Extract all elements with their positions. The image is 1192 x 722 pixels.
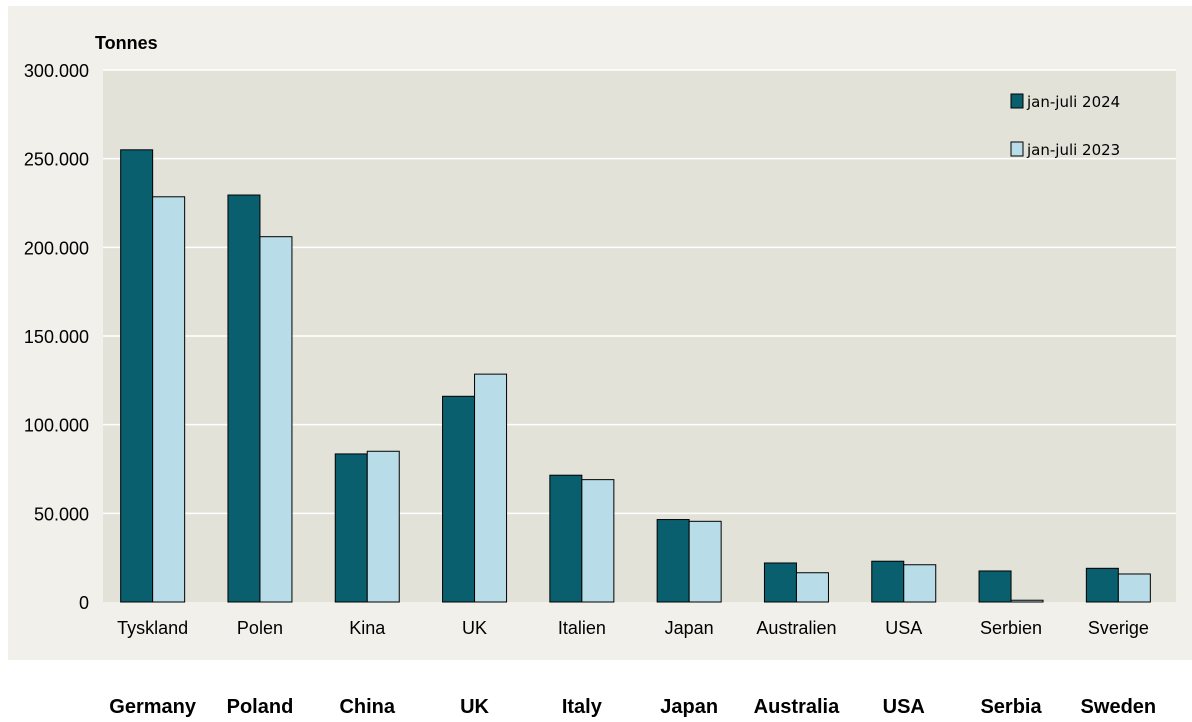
english-label: Poland: [227, 696, 294, 718]
bar-2023: [581, 479, 615, 603]
bar-2023: [366, 450, 400, 603]
bar-2023: [795, 572, 829, 603]
y-axis-ticks: 0 50.000 100.000 150.000 200.000 250.000 300.0…: [24, 61, 89, 613]
category-label: Tyskland: [117, 618, 188, 638]
bar-2023: [1117, 573, 1151, 603]
english-label: Australia: [754, 696, 840, 718]
english-label: Serbia: [980, 696, 1042, 718]
bar-2024: [978, 570, 1012, 603]
bar-2024: [442, 395, 476, 603]
category-label: Sverige: [1088, 618, 1149, 638]
english-label: Italy: [562, 696, 603, 718]
x-axis-labels: Tyskland Polen Kina UK Italien Japan Australie…: [117, 618, 1149, 638]
y-tick-label: 0: [79, 593, 89, 613]
y-tick-label: 300.000: [24, 61, 89, 81]
bar-2024: [334, 453, 368, 603]
english-label: USA: [883, 696, 925, 718]
bar-2023: [903, 564, 937, 603]
bar-2024: [656, 519, 690, 603]
category-label: Serbien: [980, 618, 1042, 638]
y-unit-label: Tonnes: [95, 33, 158, 53]
bar-2023: [152, 196, 186, 603]
bar-2024: [1085, 567, 1119, 603]
english-label: UK: [460, 696, 489, 718]
bar-2024: [763, 562, 797, 603]
english-label: Japan: [660, 696, 718, 718]
legend-swatch: [1010, 93, 1024, 109]
bar-2023: [1010, 599, 1044, 603]
bar-2024: [227, 194, 261, 603]
category-label: Australien: [756, 618, 836, 638]
bar-2023: [259, 236, 293, 603]
y-tick-label: 200.000: [24, 238, 89, 258]
bar-2024: [871, 560, 905, 603]
y-tick-label: 150.000: [24, 327, 89, 347]
category-label: USA: [885, 618, 922, 638]
english-label: Sweden: [1081, 696, 1157, 718]
legend: jan-juli 2024 jan-juli 2023: [1010, 93, 1120, 159]
category-label: Polen: [237, 618, 283, 638]
legend-label: jan-juli 2024: [1026, 93, 1120, 111]
y-tick-label: 100.000: [24, 416, 89, 436]
english-labels: Germany Poland China UK Italy Japan Australia U…: [109, 696, 1156, 718]
category-label: Kina: [349, 618, 386, 638]
y-tick-label: 250.000: [24, 150, 89, 170]
category-label: UK: [462, 618, 487, 638]
bar-2023: [688, 520, 722, 603]
bar-2024: [549, 474, 583, 603]
category-label: Japan: [665, 618, 714, 638]
legend-label: jan-juli 2023: [1026, 141, 1120, 159]
english-label: Germany: [109, 696, 197, 718]
y-tick-label: 50.000: [34, 504, 89, 524]
english-label: China: [339, 696, 395, 718]
category-label: Italien: [558, 618, 606, 638]
bar-2024: [120, 149, 154, 603]
bars: [120, 149, 1151, 603]
legend-swatch: [1010, 141, 1024, 157]
bar-2023: [474, 373, 508, 603]
